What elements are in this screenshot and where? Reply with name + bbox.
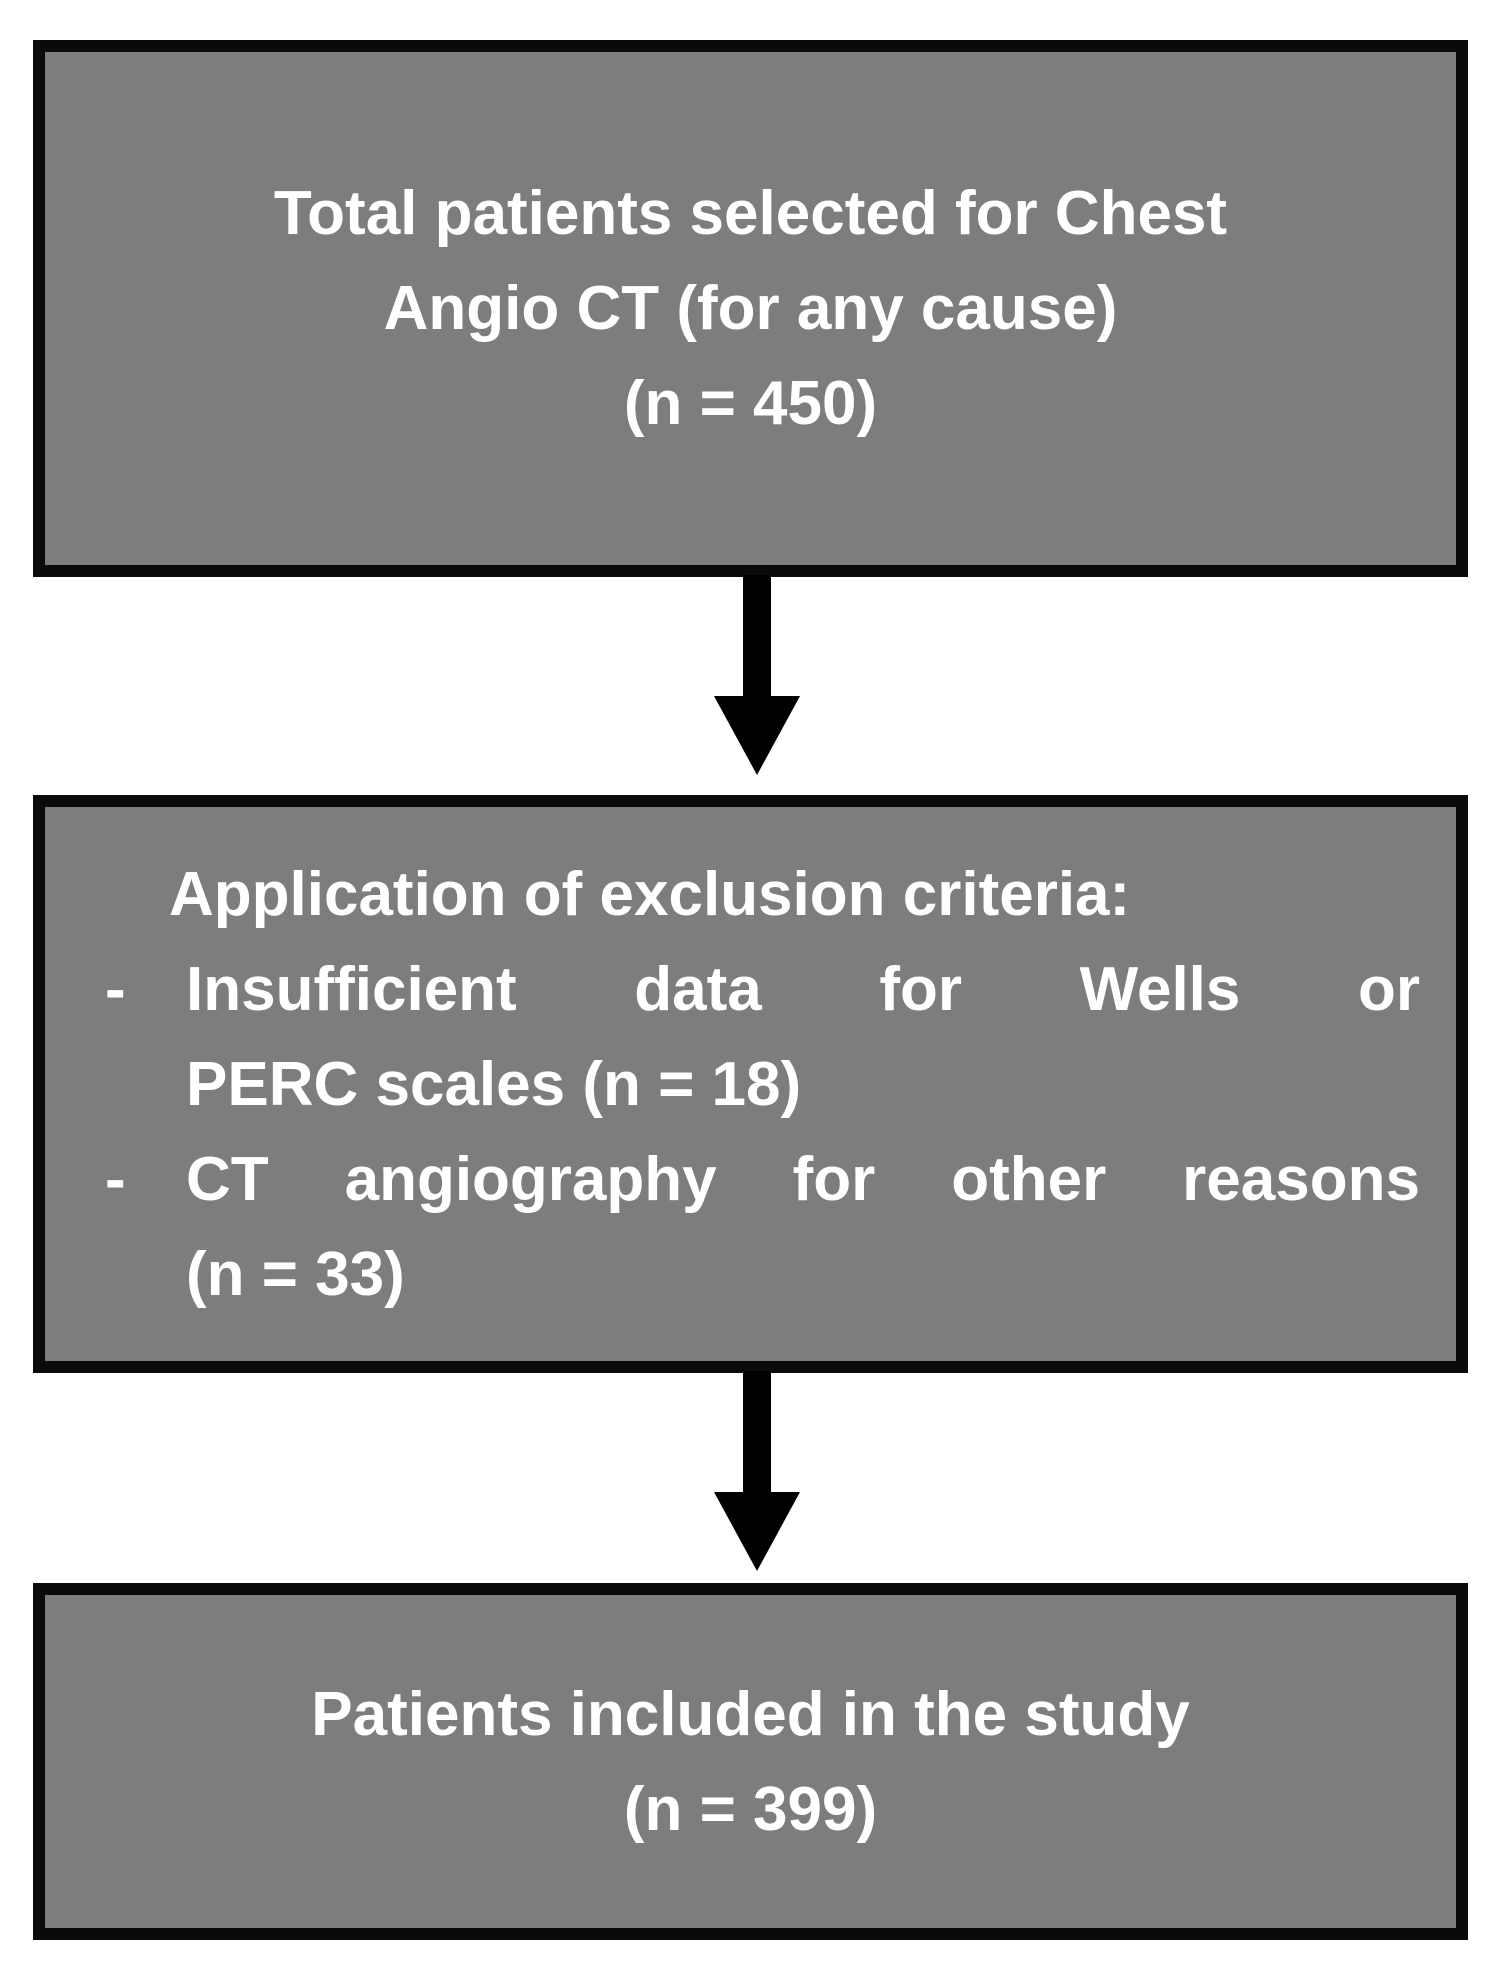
bullet-line: (n = 33) — [186, 1239, 405, 1309]
word: Wells — [1079, 954, 1241, 1024]
bullet-text: CT angiography for other reasons (n = 33) — [186, 1132, 1420, 1322]
flow-box-included-patients: Patients included in the study (n = 399) — [33, 1583, 1468, 1940]
box-text-line: Angio CT (for any cause) — [383, 274, 1118, 343]
exclusion-heading: Application of exclusion criteria: — [169, 859, 1131, 929]
word: CT — [186, 1144, 269, 1214]
bullet-line: Insufficient data for Wells or — [186, 942, 1420, 1037]
box-text-line: Total patients selected for Chest — [273, 179, 1228, 248]
down-arrow-icon — [714, 575, 800, 775]
arrow-head — [714, 696, 800, 775]
word: other — [951, 1144, 1107, 1214]
word: for — [792, 1144, 876, 1214]
list-item: - CT angiography for other reasons (n = 33) — [105, 1132, 1420, 1322]
word: or — [1357, 954, 1420, 1024]
bullet-dash: - — [105, 1144, 126, 1214]
word: data — [634, 954, 762, 1024]
word: for — [879, 954, 962, 1024]
box-text-line: (n = 450) — [623, 369, 878, 438]
word: Insufficient — [186, 954, 517, 1024]
bullet-text: Insufficient data for Wells or PERC scales (… — [186, 942, 1420, 1132]
flow-box-total-patients: Total patients selected for Chest Angio … — [33, 40, 1468, 577]
box-text-line: (n = 399) — [623, 1774, 878, 1844]
box-text-line: Patients included in the study — [311, 1679, 1190, 1749]
bullet-line: CT angiography for other reasons — [186, 1132, 1420, 1227]
bullet-line: PERC scales (n = 18) — [186, 1049, 802, 1119]
arrow-stem — [743, 575, 771, 696]
list-item: - Insufficient data for Wells or PERC scales… — [105, 942, 1420, 1132]
word: reasons — [1182, 1144, 1420, 1214]
down-arrow-icon — [714, 1371, 800, 1571]
word: angiography — [344, 1144, 717, 1214]
arrow-stem — [743, 1371, 771, 1492]
flow-box-exclusion-criteria: Application of exclusion criteria: - Ins… — [33, 795, 1468, 1373]
arrow-head — [714, 1492, 800, 1571]
bullet-dash: - — [105, 954, 126, 1024]
